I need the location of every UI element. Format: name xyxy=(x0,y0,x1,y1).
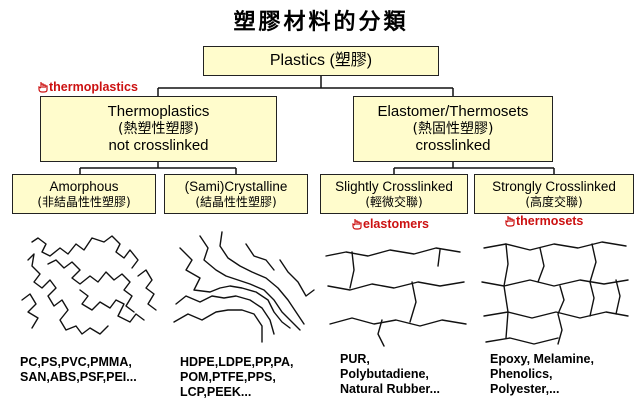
elastomer-thermosets-chinese: (熱固性塑膠) xyxy=(412,120,494,137)
elastomer-thermosets-title: Elastomer/Thermosets xyxy=(377,102,529,120)
diagram-title: 塑膠材料的分類 xyxy=(233,10,409,35)
crystalline-examples: HDPE,LDPE,PP,PA, POM,PTFE,PPS, LCP,PEEK.… xyxy=(180,355,293,400)
slightly-crosslinked-box: Slightly Crosslinked (輕微交聯) xyxy=(320,174,468,214)
example-line: Polybutadiene, xyxy=(340,367,429,381)
amorphous-chain-sketch xyxy=(21,235,157,335)
thermosets-tag: thermosets xyxy=(505,214,583,228)
amorphous-title: Amorphous xyxy=(49,178,119,194)
amorphous-box: Amorphous (非結晶性性塑膠) xyxy=(12,174,156,214)
crystalline-chinese: (結晶性性塑膠) xyxy=(195,194,277,209)
elastomers-tag-label: elastomers xyxy=(363,217,430,231)
example-line: Phenolics, xyxy=(490,367,553,381)
crystalline-title: (Sami)Crystalline xyxy=(184,178,288,194)
amorphous-examples: PC,PS,PVC,PMMA, SAN,ABS,PSF,PEI... xyxy=(20,355,137,385)
example-line: LCP,PEEK... xyxy=(180,385,252,399)
elastomer-thermosets-box: Elastomer/Thermosets (熱固性塑膠) crosslinked xyxy=(353,96,553,162)
crystalline-chain-sketch xyxy=(173,231,315,343)
example-line: Epoxy, Melamine, xyxy=(490,352,594,366)
example-line: HDPE,LDPE,PP,PA, xyxy=(180,355,294,369)
amorphous-chinese: (非結晶性性塑膠) xyxy=(37,194,131,209)
strongly-crosslinked-examples: Epoxy, Melamine, Phenolics, Polyester,..… xyxy=(490,352,594,397)
thermoplastics-tag: thermoplastics xyxy=(38,80,138,94)
crystalline-box: (Sami)Crystalline (結晶性性塑膠) xyxy=(164,174,308,214)
hand-pointer-icon xyxy=(38,82,48,93)
thermosets-tag-label: thermosets xyxy=(516,214,584,228)
example-line: SAN,ABS,PSF,PEI... xyxy=(20,370,137,384)
slightly-crosslinked-examples: PUR, Polybutadiene, Natural Rubber... xyxy=(340,352,440,397)
strongly-crosslinked-sketch xyxy=(481,241,629,345)
plastics-root-label: Plastics (塑膠) xyxy=(269,52,373,70)
slightly-crosslinked-sketch xyxy=(325,247,467,347)
thermoplastics-chinese: (熱塑性塑膠) xyxy=(118,120,199,137)
slightly-crosslinked-title: Slightly Crosslinked xyxy=(335,178,453,194)
example-line: Natural Rubber... xyxy=(340,382,441,396)
slightly-crosslinked-chinese: (輕微交聯) xyxy=(365,194,423,209)
hand-pointer-icon xyxy=(352,219,362,230)
thermoplastics-tag-label: thermoplastics xyxy=(49,80,138,94)
elastomers-tag: elastomers xyxy=(352,217,429,231)
example-line: PUR, xyxy=(340,352,370,366)
thermoplastics-title: Thermoplastics xyxy=(107,102,210,120)
strongly-crosslinked-title: Strongly Crosslinked xyxy=(492,178,616,194)
strongly-crosslinked-box: Strongly Crosslinked (高度交聯) xyxy=(474,174,634,214)
hand-pointer-icon xyxy=(505,216,515,227)
thermoplastics-box: Thermoplastics (熱塑性塑膠) not crosslinked xyxy=(40,96,277,162)
example-line: PC,PS,PVC,PMMA, xyxy=(20,355,132,369)
thermoplastics-note: not crosslinked xyxy=(108,137,209,155)
plastics-root-box: Plastics (塑膠) xyxy=(203,46,439,76)
strongly-crosslinked-chinese: (高度交聯) xyxy=(525,194,583,209)
elastomer-thermosets-note: crosslinked xyxy=(415,137,491,155)
example-line: Polyester,... xyxy=(490,382,560,396)
example-line: POM,PTFE,PPS, xyxy=(180,370,276,384)
